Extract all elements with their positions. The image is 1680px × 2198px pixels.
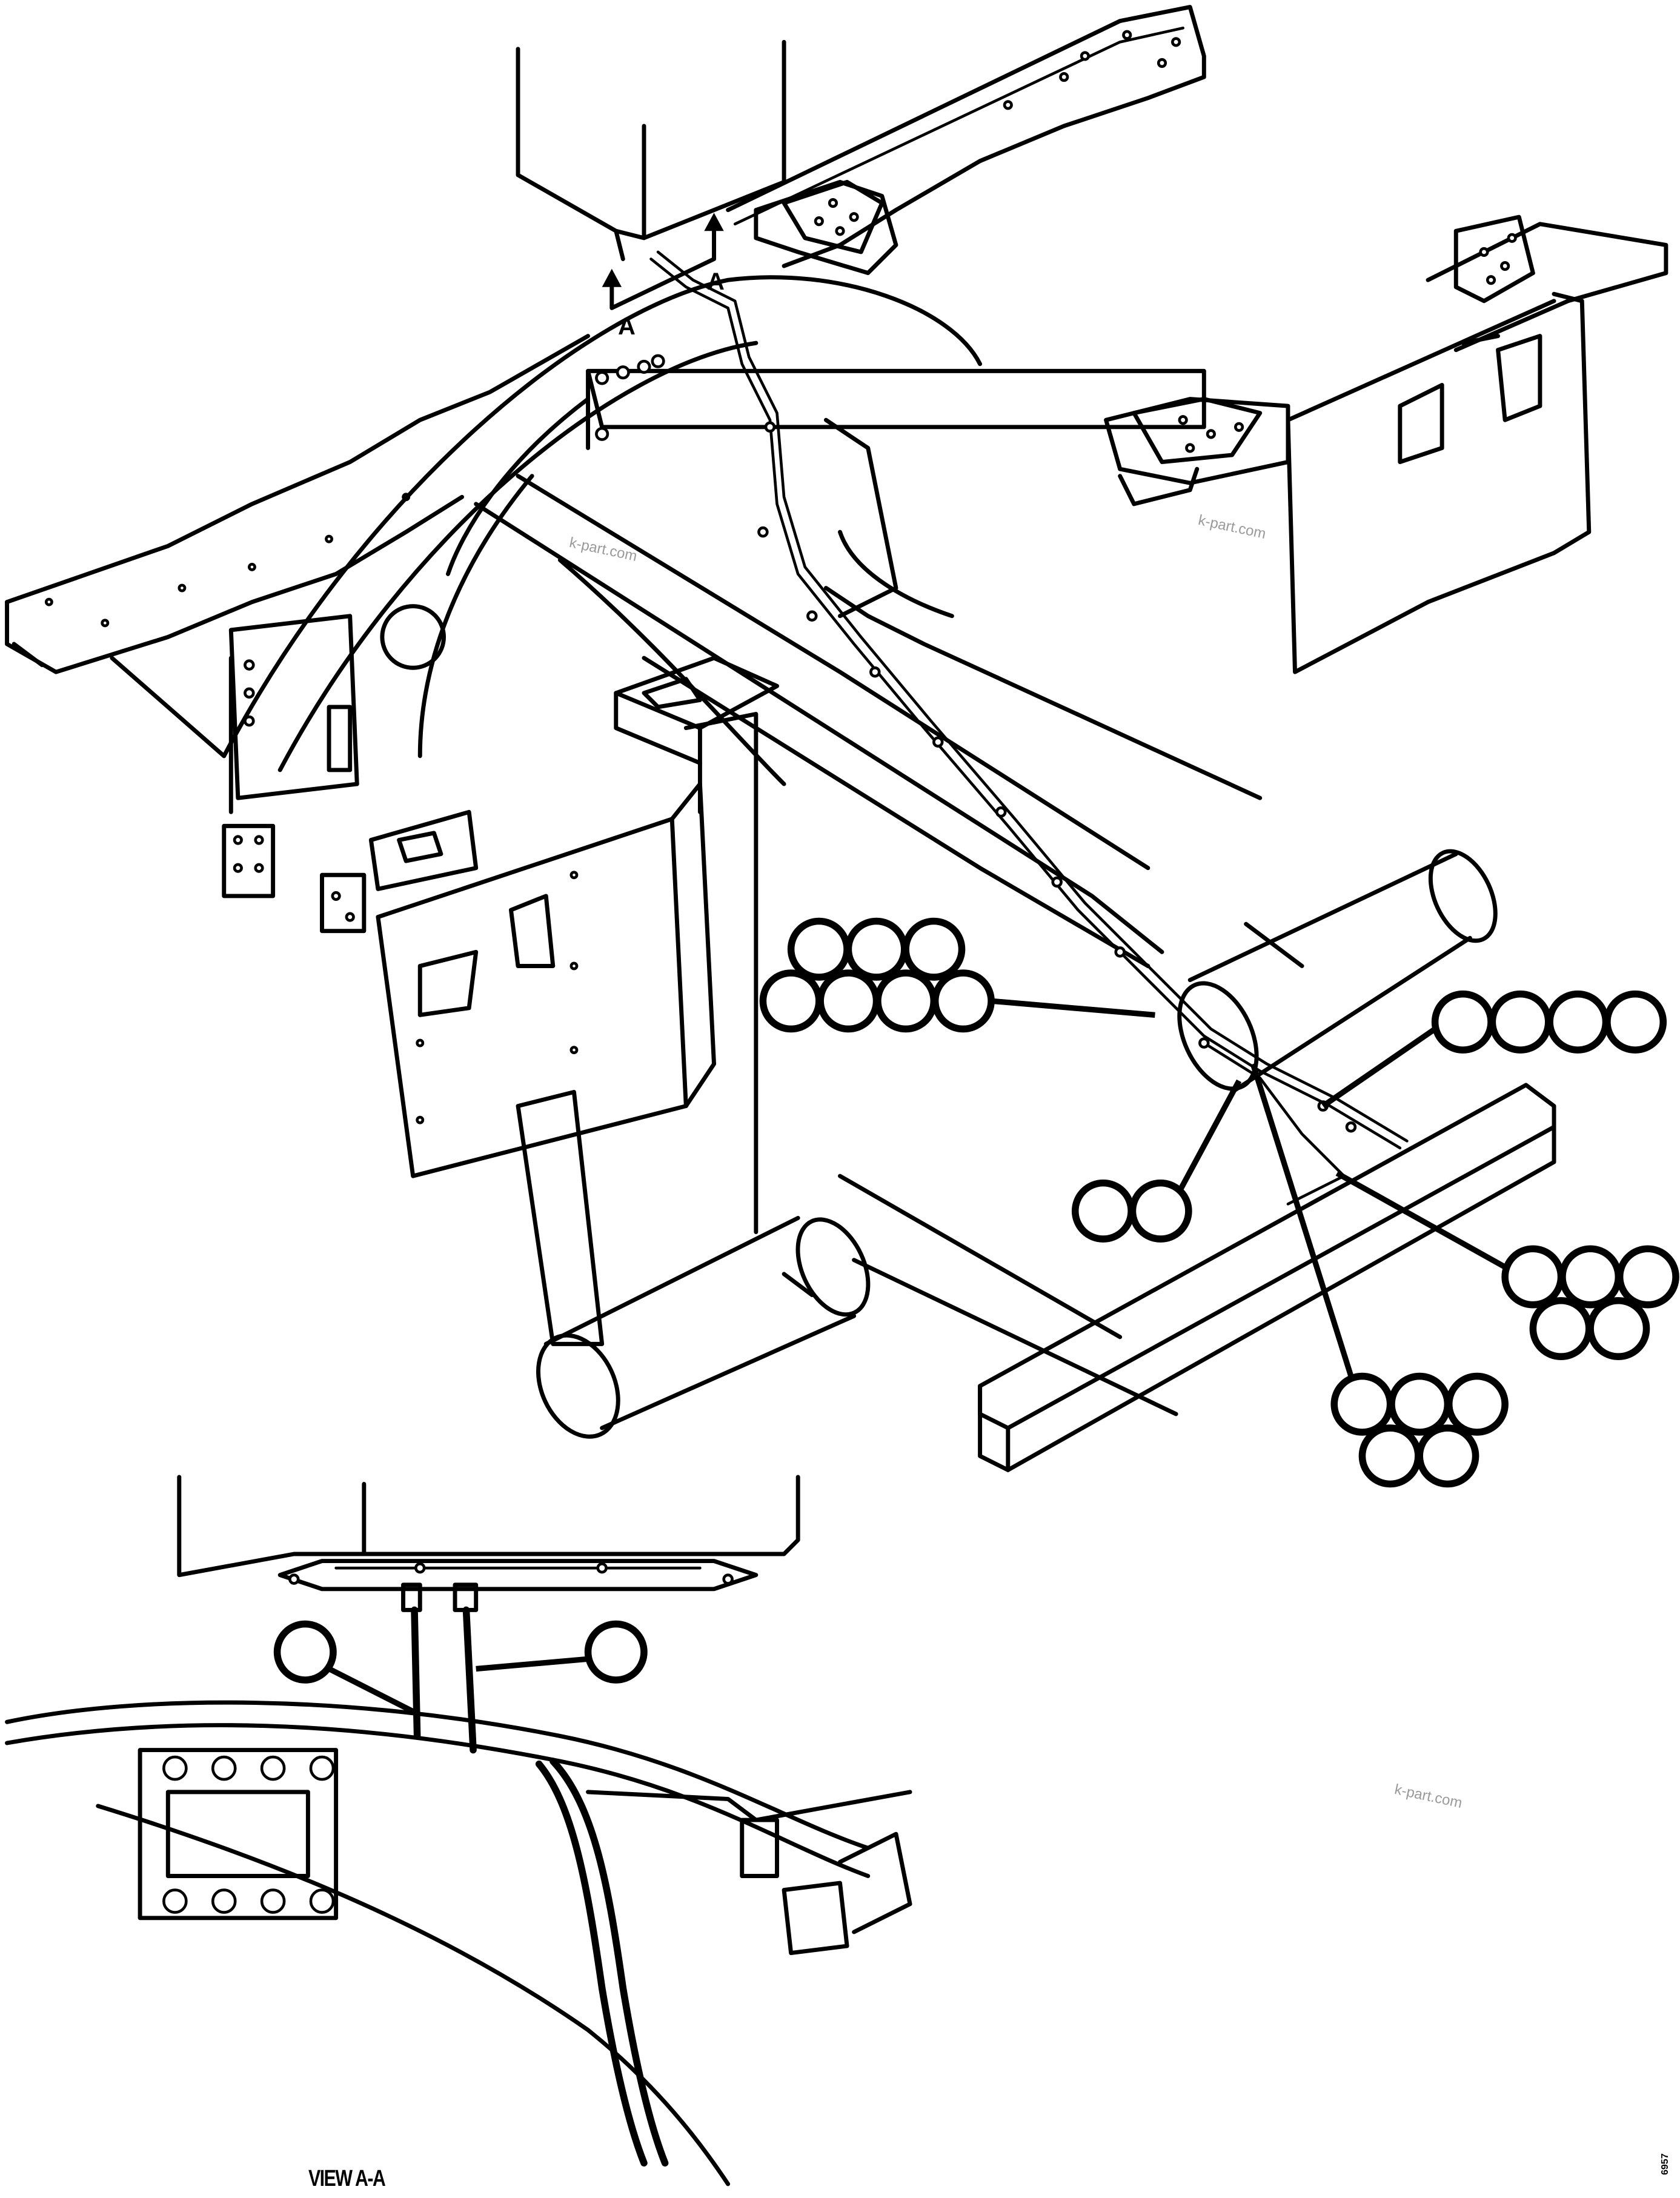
section-letter-left: A: [618, 313, 636, 340]
bottom-i-beam: [838, 1083, 1556, 1472]
callout-balloon: [1416, 1424, 1479, 1488]
callout-balloon: [584, 1620, 648, 1684]
callout-balloon: [1616, 1245, 1679, 1309]
callout-balloon: [759, 969, 823, 1033]
callout-balloon: [1431, 990, 1495, 1054]
valve-block: [222, 604, 447, 934]
callout-balloon: [1071, 1179, 1135, 1243]
callout-balloon: [1546, 990, 1610, 1054]
mounting-plate-right: [1104, 397, 1290, 506]
callout-balloon: [1604, 990, 1667, 1054]
callout-balloon: [931, 969, 995, 1033]
callout-balloon: [1388, 1372, 1452, 1436]
callout-balloon: [1358, 1424, 1422, 1488]
section-arrows: [602, 213, 724, 310]
main-frame-curve: [110, 275, 983, 772]
balloon-cluster-right-row: [1321, 990, 1667, 1109]
sheet-number: 6957: [1660, 2153, 1670, 2175]
view-title: VIEW A-A: [308, 2166, 386, 2191]
hydraulic-tank: [516, 39, 786, 261]
callout-balloon: [787, 917, 851, 981]
callout-balloon: [1330, 1372, 1394, 1436]
callout-balloon: [845, 917, 908, 981]
hose-run: [649, 250, 1409, 1206]
vertical-leg: [516, 712, 759, 1346]
upper-rail: [726, 5, 1206, 268]
callout-balloon: [817, 969, 880, 1033]
callout-balloon: [273, 1620, 337, 1684]
top-bracket: [614, 656, 779, 814]
callout-balloon: [1129, 1179, 1192, 1243]
callout-balloon: [1587, 1297, 1650, 1360]
right-cross-frame: [1286, 214, 1668, 674]
callout-balloon: [1445, 1372, 1509, 1436]
left-cylinder: [536, 1215, 871, 1439]
crossbar: [586, 354, 1206, 450]
callout-balloon: [1559, 1245, 1622, 1309]
right-cylinder: [1177, 849, 1498, 1094]
balloon-cluster-middle-pair: [1071, 1079, 1242, 1243]
callout-balloon: [902, 917, 966, 981]
callout-balloon: [1489, 990, 1552, 1054]
balloon-cluster-lower-right: [1335, 1170, 1679, 1360]
mounting-plate-upper: [754, 179, 898, 276]
balloon-cluster-upper-left: [759, 917, 1155, 1033]
left-bracket-plate: [368, 782, 716, 1178]
detail-view: [5, 1475, 912, 2186]
diagonal-beams: [474, 417, 1263, 968]
section-letter-right: A: [707, 268, 725, 295]
callout-balloon: [1529, 1297, 1593, 1360]
callout-balloon: [874, 969, 938, 1033]
callout-balloon: [1501, 1245, 1565, 1309]
balloon-cluster-bottom-center: [1250, 1063, 1509, 1488]
